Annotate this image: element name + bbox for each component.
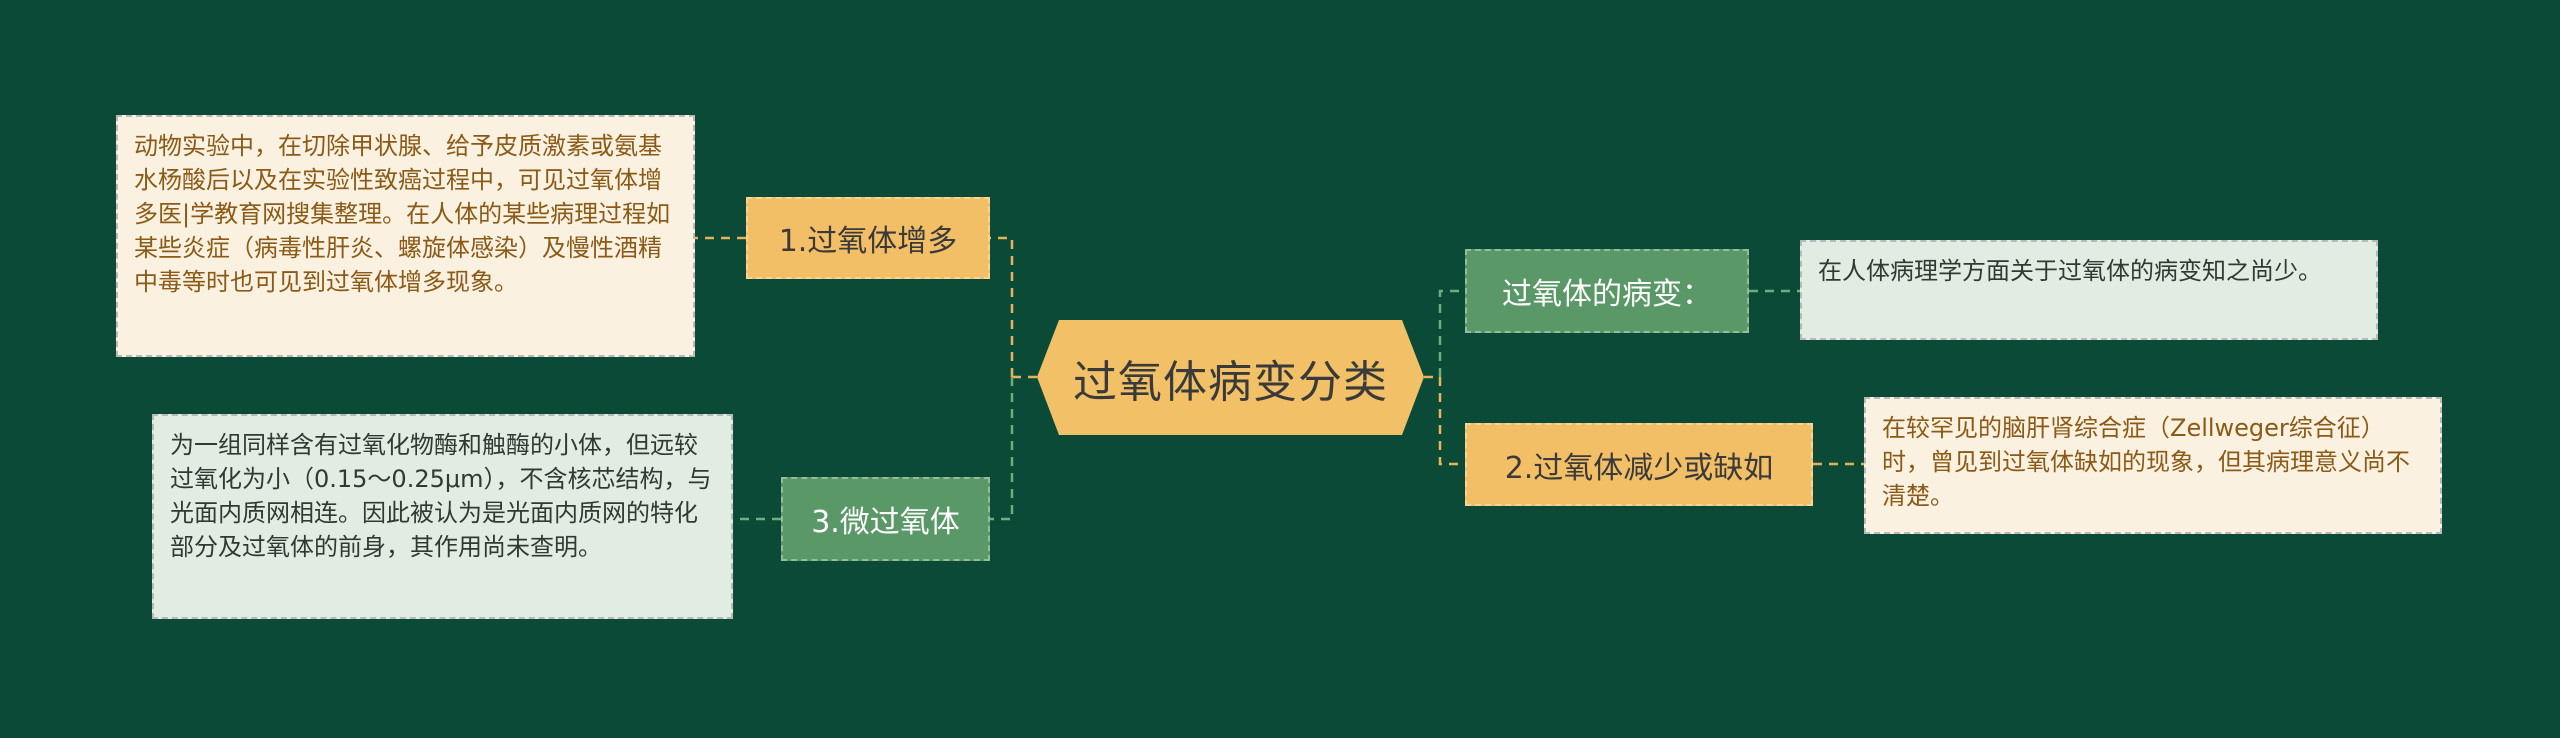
- note-lesion-text: 在人体病理学方面关于过氧体的病变知之尚少。: [1818, 257, 2322, 285]
- note-micro-text: 为一组同样含有过氧化物酶和触酶的小体，但远较过氧化为小（0.15～0.25μm）…: [170, 431, 712, 561]
- root-topic[interactable]: 过氧体病变分类: [1037, 320, 1424, 435]
- branch-decrease-label: 2.过氧体减少或缺如: [1504, 450, 1774, 486]
- note-micro[interactable]: 为一组同样含有过氧化物酶和触酶的小体，但远较过氧化为小（0.15～0.25μm）…: [152, 414, 733, 619]
- branch-increase-label: 1.过氧体增多: [778, 224, 958, 259]
- root-topic-label: 过氧体病变分类: [1073, 356, 1388, 408]
- branch-decrease[interactable]: 2.过氧体减少或缺如: [1465, 423, 1813, 506]
- branch-lesion-label: 过氧体的病变：: [1502, 277, 1712, 312]
- note-increase-text: 动物实验中，在切除甲状腺、给予皮质激素或氨基水杨酸后以及在实验性致癌过程中，可见…: [134, 132, 671, 296]
- note-decrease[interactable]: 在较罕见的脑肝肾综合症（Zellweger综合征）时，曾见到过氧体缺如的现象，但…: [1864, 397, 2442, 534]
- link-right-trunk-up: [1438, 289, 1465, 377]
- link-left-trunk-up: [990, 236, 1014, 377]
- note-increase[interactable]: 动物实验中，在切除甲状腺、给予皮质激素或氨基水杨酸后以及在实验性致癌过程中，可见…: [116, 115, 695, 357]
- note-decrease-text: 在较罕见的脑肝肾综合症（Zellweger综合征）时，曾见到过氧体缺如的现象，但…: [1882, 414, 2410, 510]
- note-lesion[interactable]: 在人体病理学方面关于过氧体的病变知之尚少。: [1800, 240, 2378, 340]
- branch-micro[interactable]: 3.微过氧体: [781, 477, 990, 561]
- branch-lesion[interactable]: 过氧体的病变：: [1465, 249, 1749, 333]
- branch-increase[interactable]: 1.过氧体增多: [746, 197, 990, 279]
- link-right-trunk-down: [1438, 377, 1465, 466]
- link-left-trunk-down: [990, 377, 1014, 521]
- branch-micro-label: 3.微过氧体: [811, 505, 960, 540]
